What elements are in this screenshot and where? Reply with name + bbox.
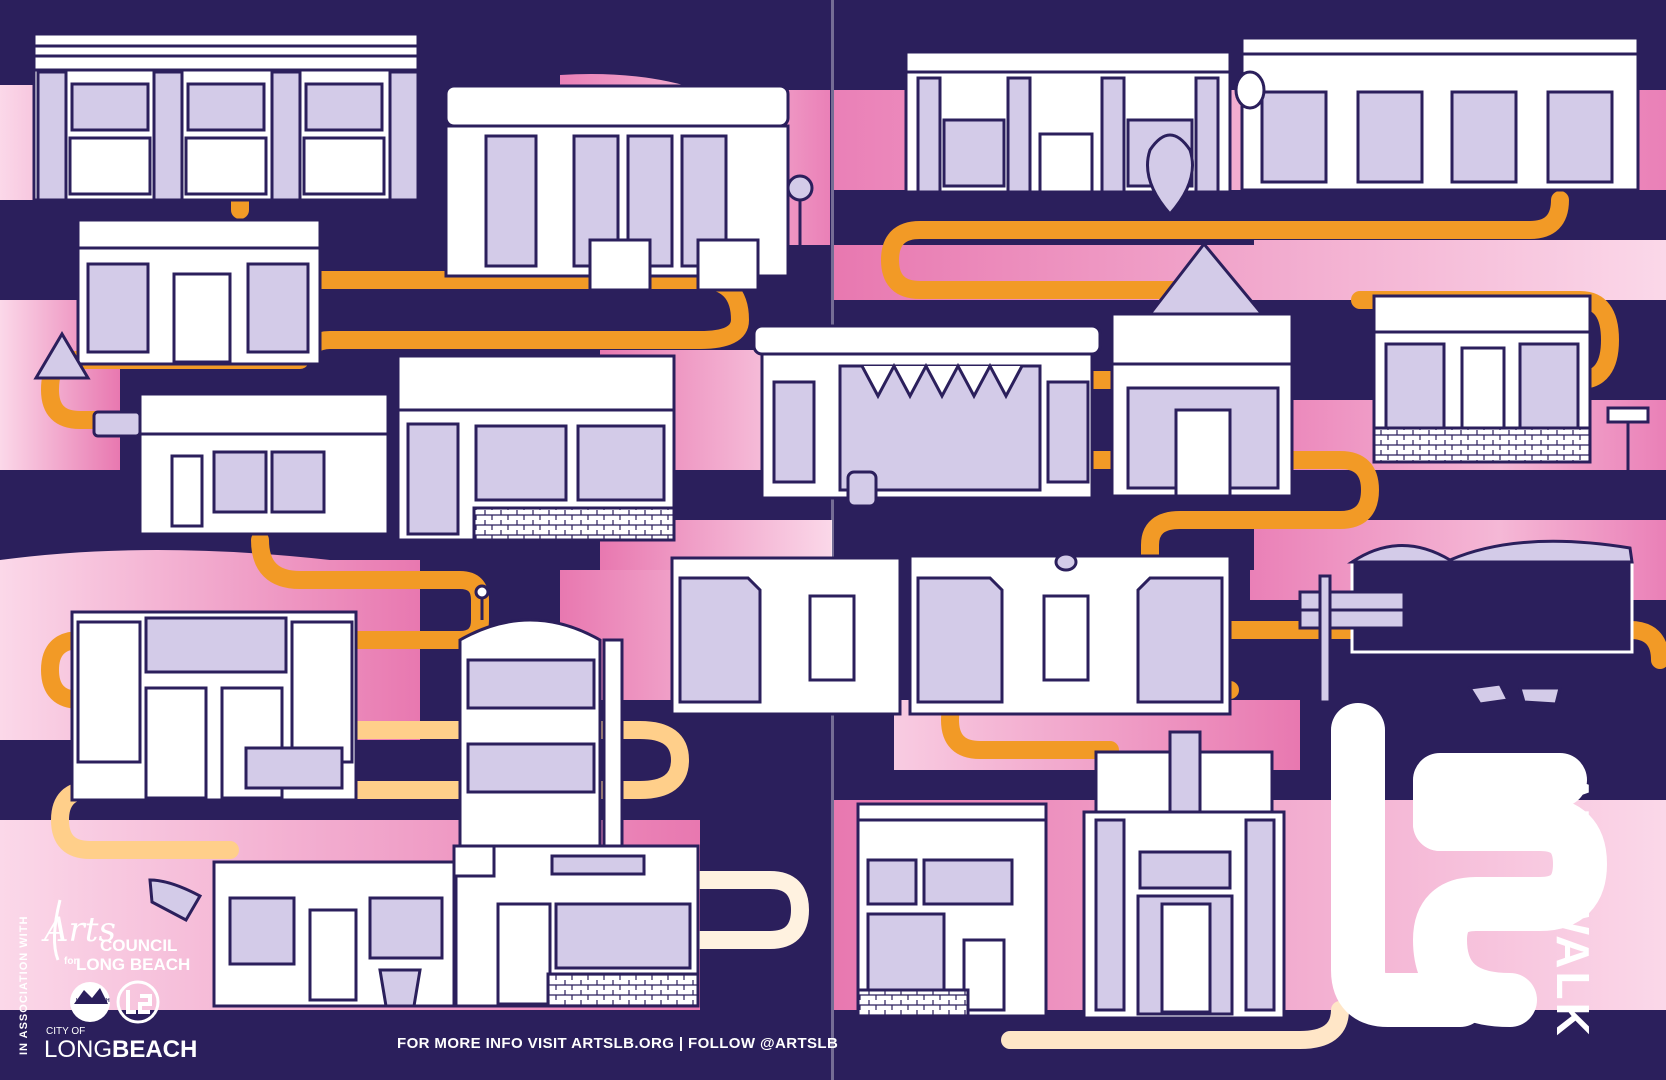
footer-info-text: FOR MORE INFO VISIT ARTSLB.ORG | FOLLOW …: [397, 1035, 839, 1052]
building-deco-theater: [1082, 730, 1286, 1020]
building-adobe-shop: [148, 844, 700, 1008]
building-theater-spire: [1110, 241, 1294, 498]
building-tailor: [1372, 294, 1650, 506]
building-corner-shop: [92, 392, 390, 536]
page-seam: [831, 0, 834, 1080]
arts-council-city: LONG BEACH: [76, 955, 191, 974]
arts-council-script: Arts: [44, 910, 116, 950]
arts-council-word: COUNCIL: [100, 936, 178, 955]
garden-gate: [1298, 539, 1634, 706]
arts-council-lb-icon: [116, 980, 160, 1024]
city-beach-label: BEACH: [112, 1036, 198, 1063]
building-bunting-gallery: [752, 324, 1102, 508]
art-walk-title: ART WALK: [1547, 772, 1599, 1039]
building-boutique: [396, 354, 676, 542]
city-long-label: LONG: [44, 1036, 113, 1063]
city-seal-icon: [70, 982, 110, 1022]
city-of-label: CITY OF: [46, 1026, 86, 1037]
city-seal-text: LONG BEACH: [76, 998, 110, 1004]
building-music-store: [1234, 36, 1640, 192]
building-cafe: [444, 84, 814, 292]
building-bay-window-house: [670, 552, 1232, 716]
building-gallery-row: [904, 50, 1232, 217]
building-theater-facade: [32, 32, 420, 202]
building-shutters: [33, 218, 322, 380]
association-label: IN ASSOCIATION WITH: [18, 915, 30, 1055]
building-storefront-bench: [70, 610, 358, 802]
lb-monogram: [1331, 703, 1607, 1027]
building-brick-corner: [856, 802, 1048, 1018]
arts-council-connector: for: [64, 956, 78, 967]
arts-council-brush-icon: [53, 899, 62, 961]
